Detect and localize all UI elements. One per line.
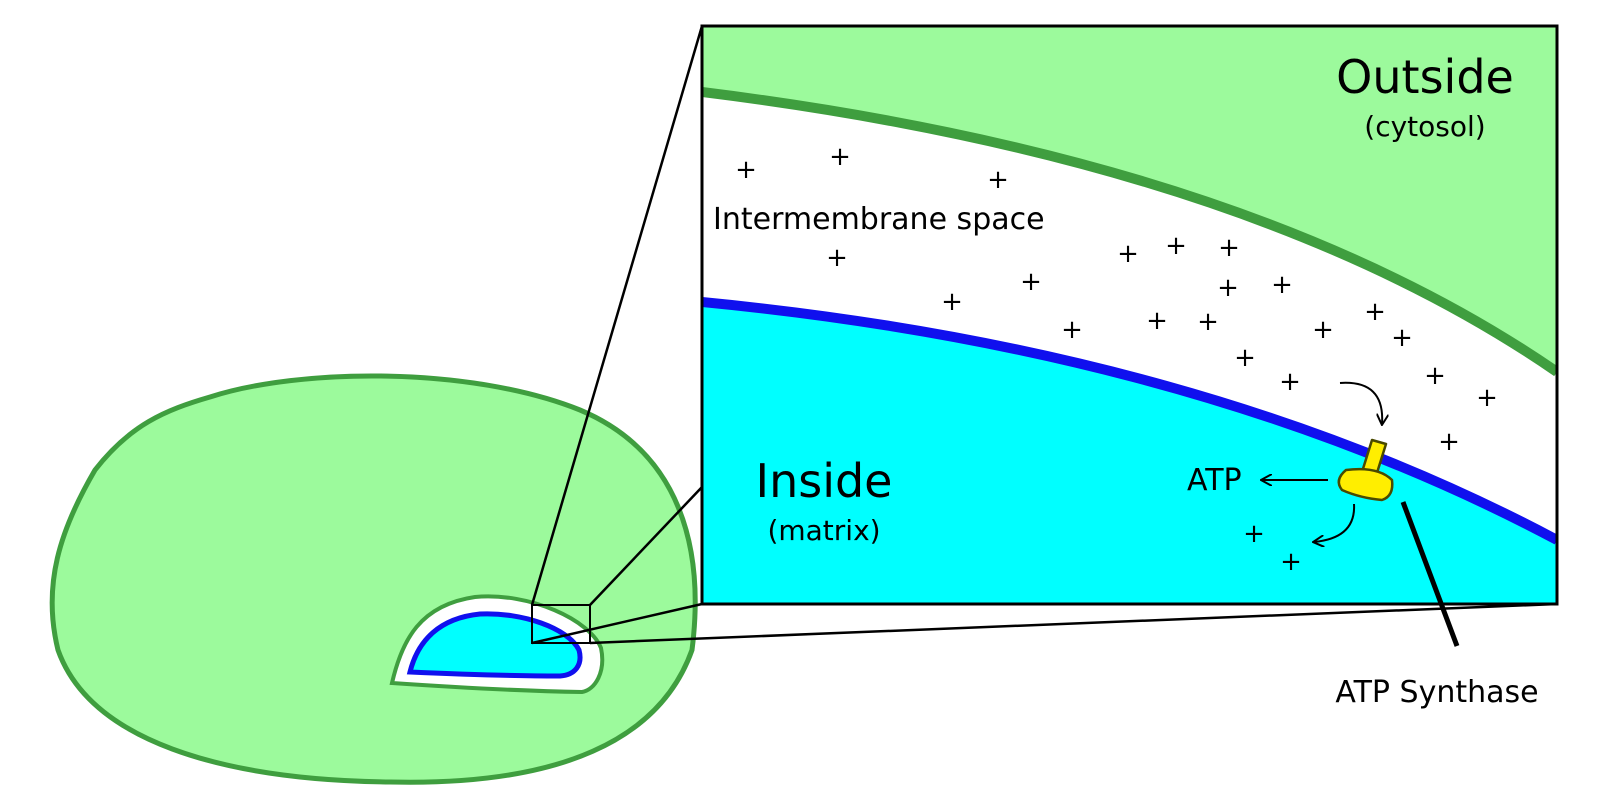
- curved-arrow-icon: [1314, 503, 1356, 542]
- proton: +: [1146, 306, 1168, 336]
- projection-line-top-left: [530, 25, 704, 606]
- proton-symbols: + + + + + + + + + + + + + + + + + + + + …: [735, 142, 1498, 577]
- proton: +: [735, 155, 757, 185]
- atp-synthase-head: [1337, 467, 1394, 502]
- projection-line-bottom-left: [531, 602, 703, 645]
- proton: +: [1234, 343, 1256, 373]
- zoom-panel-border: [700, 24, 1559, 606]
- proton: +: [1020, 267, 1042, 297]
- intermembrane-region: [702, 92, 1557, 540]
- reaction-arrows: [1262, 381, 1382, 542]
- proton: +: [1279, 367, 1301, 397]
- projection-line-top-right: [589, 486, 703, 606]
- outside-label: Outside: [1336, 50, 1514, 104]
- proton: +: [1117, 239, 1139, 269]
- proton: +: [1271, 270, 1293, 300]
- matrix-region: [702, 302, 1557, 604]
- zoom-panel: [702, 26, 1557, 604]
- curved-arrow-icon: [1339, 381, 1382, 424]
- atp-synthase-leader-line: [1400, 501, 1460, 647]
- outside-sublabel: (cytosol): [1364, 110, 1485, 143]
- proton: +: [1243, 519, 1265, 549]
- proton: +: [1424, 361, 1446, 391]
- proton: +: [1280, 547, 1302, 577]
- proton: +: [1217, 273, 1239, 303]
- intermembrane-label: Intermembrane space: [713, 202, 1045, 237]
- proton: +: [941, 287, 963, 317]
- proton: +: [826, 243, 848, 273]
- proton: +: [1197, 307, 1219, 337]
- atp-label: ATP: [1187, 463, 1242, 498]
- inside-label: Inside: [756, 454, 893, 508]
- proton: +: [1438, 427, 1460, 457]
- atp-synthase-label: ATP Synthase: [1335, 675, 1538, 710]
- inside-sublabel: (matrix): [767, 514, 880, 547]
- proton: +: [1312, 315, 1334, 345]
- zoom-region-box: [531, 604, 591, 644]
- projection-line-bottom-right: [589, 602, 1558, 645]
- zoom-projection-lines: [530, 25, 1558, 645]
- proton: +: [1165, 231, 1187, 261]
- outer-membrane-line: [702, 87, 1557, 377]
- proton: +: [987, 165, 1009, 195]
- proton: +: [1391, 323, 1413, 353]
- whole-cell-view: [49, 373, 698, 785]
- proton: +: [1476, 383, 1498, 413]
- proton: +: [829, 142, 851, 172]
- mitochondrion-inner: [406, 611, 583, 679]
- proton: +: [1061, 315, 1083, 345]
- inner-membrane-line: [702, 297, 1557, 545]
- proton: +: [1218, 233, 1240, 263]
- atp-synthase-icon: [1337, 438, 1394, 502]
- proton: +: [1364, 297, 1386, 327]
- cell-cytosol: [49, 373, 698, 785]
